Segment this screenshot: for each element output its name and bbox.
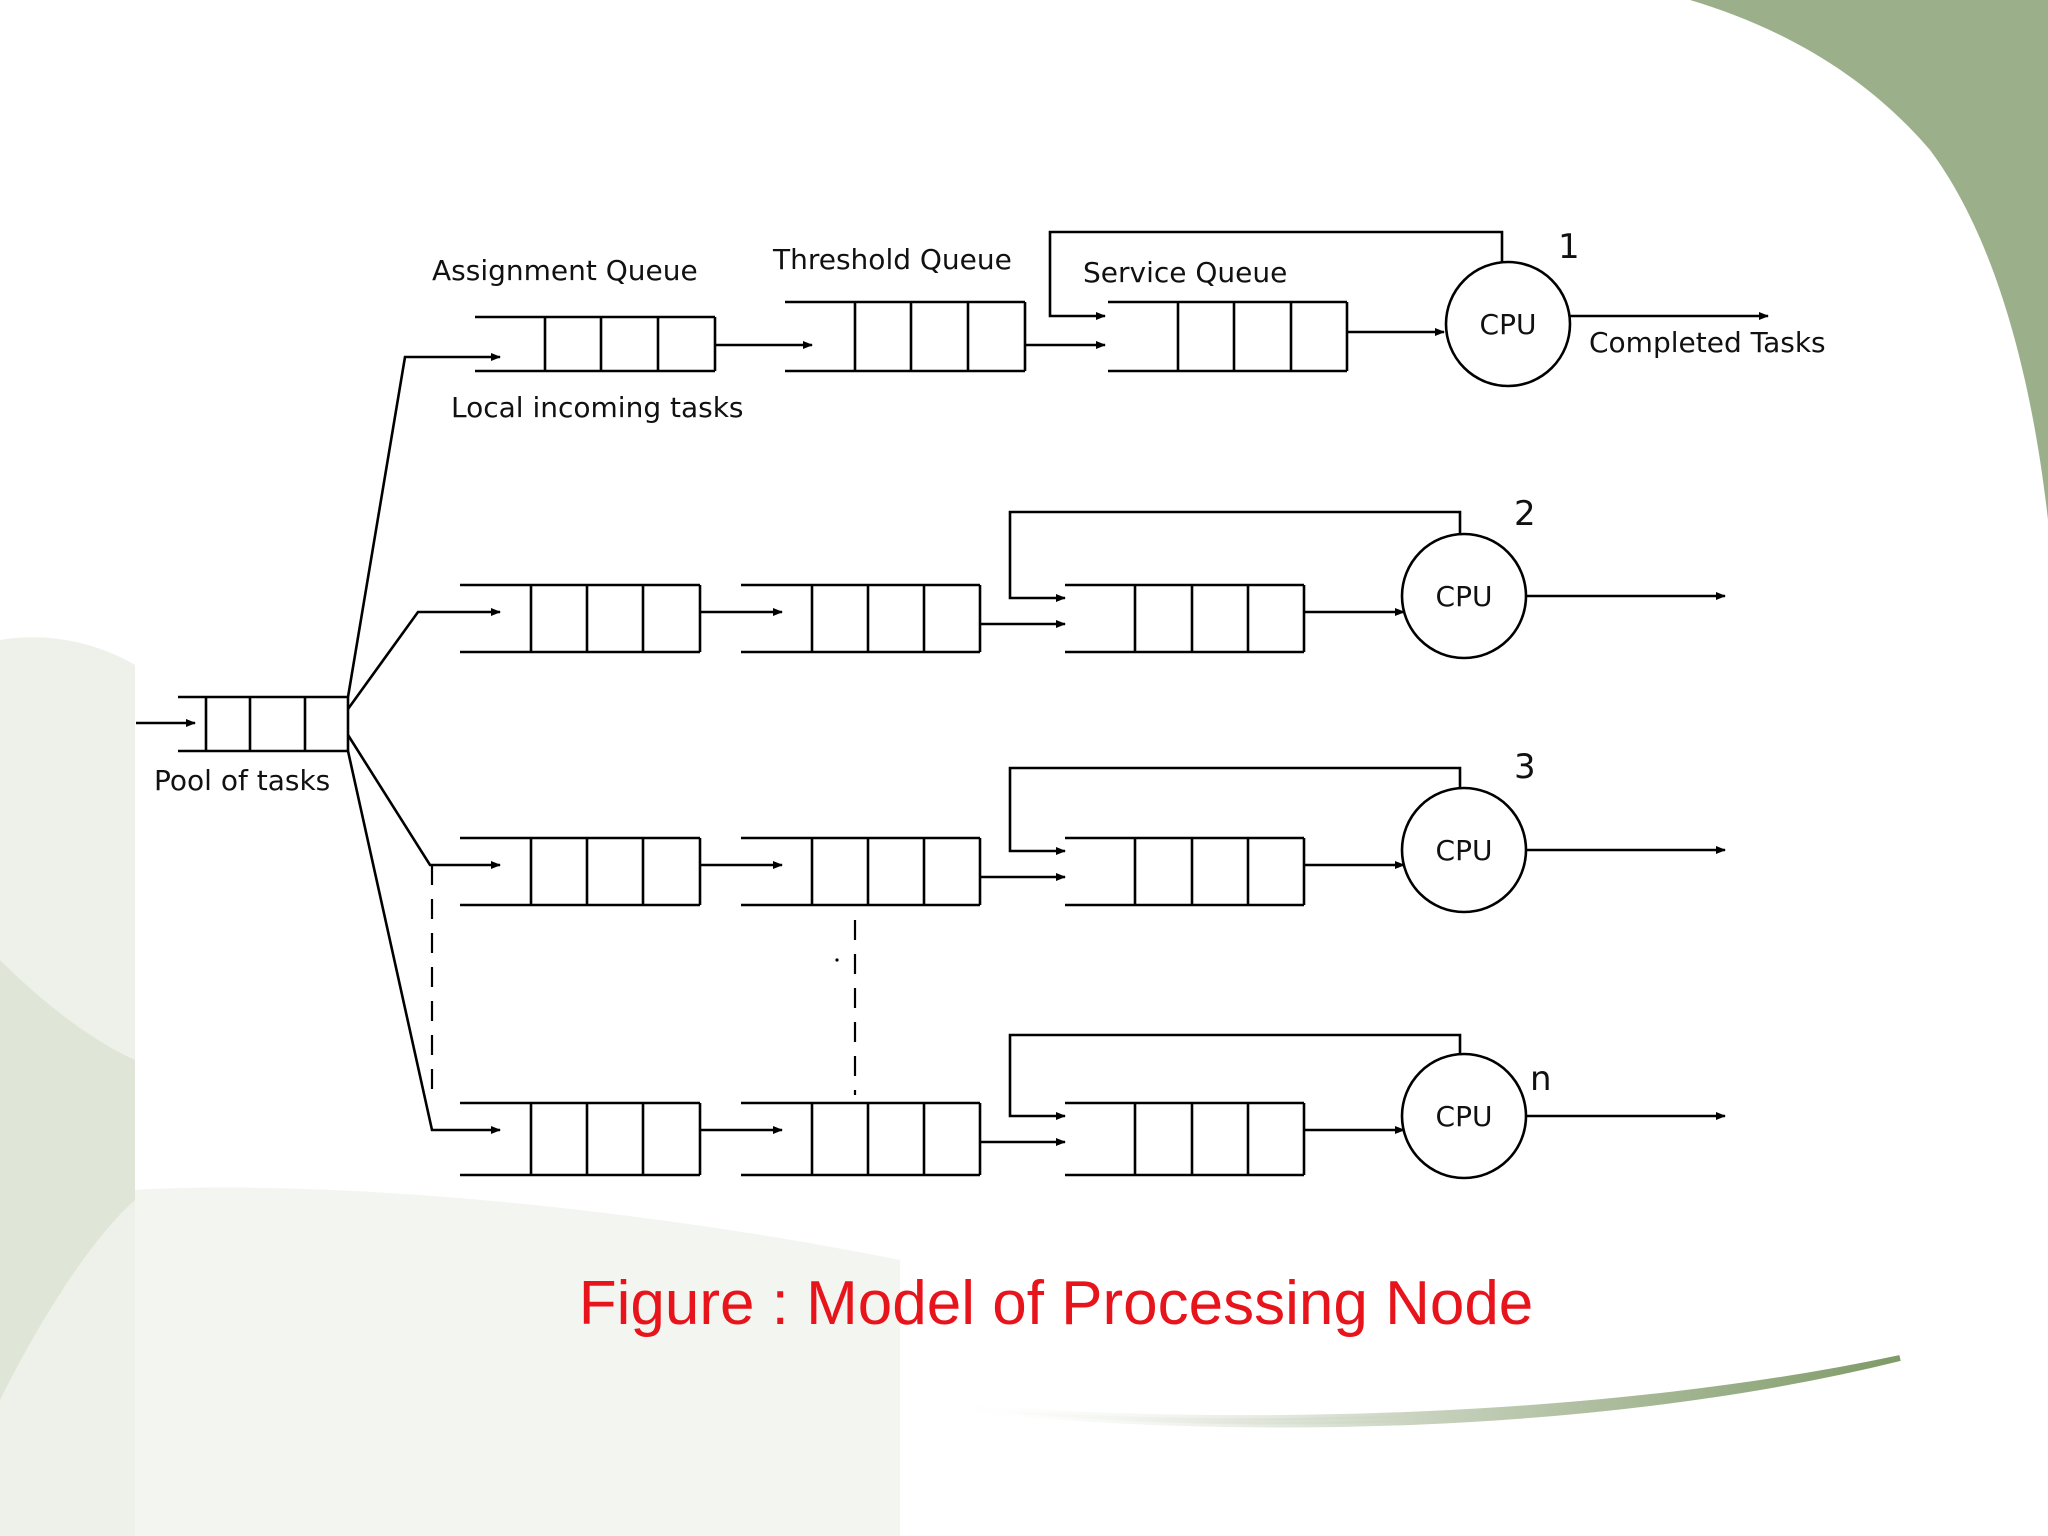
cpu-3-label: CPU bbox=[1436, 834, 1493, 867]
node-number-4: n bbox=[1530, 1059, 1552, 1099]
continuation-dot bbox=[835, 958, 839, 962]
cpu-4-label: CPU bbox=[1436, 1100, 1493, 1133]
node-number-2: 2 bbox=[1514, 494, 1536, 534]
node-number-3: 3 bbox=[1514, 747, 1536, 787]
fanout-line-1 bbox=[346, 353, 501, 698]
figure-caption: Figure : Model of Processing Node bbox=[578, 1269, 1534, 1338]
node-number-1: 1 bbox=[1558, 227, 1580, 267]
feedback-loop-4 bbox=[1008, 1033, 1462, 1120]
cpu-1-circle bbox=[1444, 260, 1572, 388]
feedback-loop-1 bbox=[1048, 230, 1504, 320]
cpu-2-label: CPU bbox=[1436, 580, 1493, 613]
completed-tasks-label: Completed Tasks bbox=[1589, 326, 1826, 359]
left-mid-swoosh bbox=[0, 960, 135, 1400]
fanout-line-3 bbox=[346, 734, 501, 869]
bottom-light-swoosh bbox=[135, 1187, 900, 1536]
green-corner-shape bbox=[1690, 0, 2048, 520]
assignment-queue-label: Assignment Queue bbox=[432, 254, 698, 287]
service-queue-label: Service Queue bbox=[1083, 256, 1287, 289]
threshold-queue-label: Threshold Queue bbox=[772, 243, 1012, 276]
cpu-1-label: CPU bbox=[1480, 308, 1537, 341]
local-incoming-tasks-label: Local incoming tasks bbox=[451, 391, 744, 424]
feedback-loop-3 bbox=[1008, 766, 1462, 855]
pool-of-tasks-label: Pool of tasks bbox=[154, 764, 330, 797]
feedback-loop-2 bbox=[1008, 510, 1462, 602]
bottom-gradient-swoosh bbox=[929, 1355, 1901, 1428]
fanout-line-2 bbox=[346, 608, 501, 710]
fanout-line-4 bbox=[346, 750, 501, 1134]
